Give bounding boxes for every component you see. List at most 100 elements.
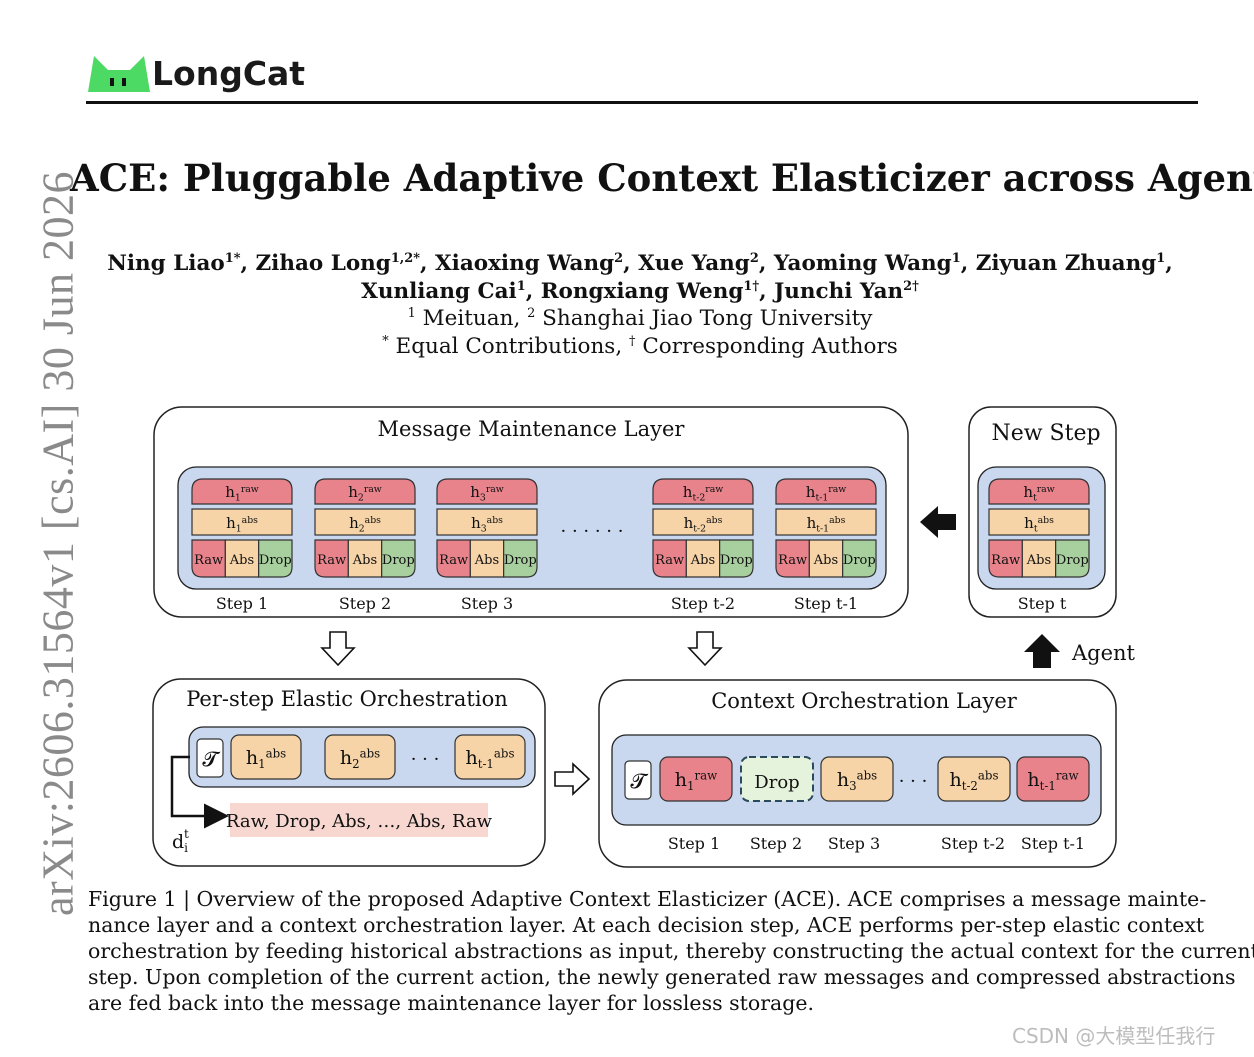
- decision-flow-arrow-icon: [170, 755, 229, 829]
- mml-step-2-mini-label: Raw: [317, 553, 346, 568]
- col-dots: · · ·: [899, 771, 928, 792]
- mml-step-4-mini-label: Abs: [690, 553, 715, 568]
- caption-line: are fed back into the message maintenanc…: [88, 991, 815, 1015]
- col-raw-block-1: [659, 756, 733, 802]
- new-step-abs-block: [988, 508, 1090, 536]
- pseo-abs-label: h2abs: [340, 747, 380, 771]
- paper-title: ACE: Pluggable Adaptive Context Elastici…: [70, 156, 1254, 200]
- pseo-to-col-arrow-icon: [554, 762, 591, 796]
- col-raw-block-5: [1016, 756, 1090, 802]
- pseo-title: Per-step Elastic Orchestration: [186, 687, 508, 711]
- pseo-tau-symbol: 𝓣: [202, 747, 221, 771]
- caption-line: Figure 1 | Overview of the proposed Adap…: [88, 887, 1207, 911]
- mml-step-3-mini-label: Raw: [439, 553, 468, 568]
- author-name: Ning Liao: [107, 251, 225, 276]
- mml-to-col-arrow-icon: [687, 631, 723, 667]
- mml-step-3-raw-label: h3raw: [470, 483, 504, 503]
- col-raw-label: ht-1raw: [1027, 769, 1078, 793]
- mml-step-3-abs-block: [436, 508, 538, 536]
- brand-name: LongCat: [152, 54, 306, 93]
- mml-step-5-abs-block: [775, 508, 877, 536]
- affiliation-mark: 1: [407, 305, 416, 321]
- new-step-raw-block: [988, 478, 1090, 505]
- mml-step-5-mini-drop: [842, 539, 877, 578]
- mml-step-4-raw-block: [652, 478, 754, 505]
- author-name: Xunliang Cai: [361, 279, 517, 304]
- mml-step-label: Step 3: [461, 594, 513, 613]
- mml-step-2-abs-label: h2abs: [349, 514, 381, 534]
- affiliation-name: Shanghai Jiao Tong University: [542, 306, 873, 331]
- new-step-mini-label: Raw: [991, 553, 1020, 568]
- decision-sequence-text: Raw, Drop, Abs, …, Abs, Raw: [226, 811, 493, 832]
- col-step-label: Step 2: [750, 834, 802, 853]
- mml-title: Message Maintenance Layer: [378, 417, 686, 441]
- mml-step-3-mini-raw: [436, 539, 471, 578]
- mml-step-1-abs-block: [191, 508, 293, 536]
- note-mark: *: [382, 333, 389, 349]
- caption-line: step. Upon completion of the current act…: [88, 965, 1236, 989]
- mml-step-1-mini-label: Raw: [194, 553, 223, 568]
- agent-up-arrow-icon: [1024, 634, 1060, 668]
- mml-step-label: Step 1: [216, 594, 268, 613]
- affiliations: 1 Meituan, 2 Shanghai Jiao Tong Universi…: [407, 305, 873, 331]
- pseo-abs-block-1: [230, 734, 302, 780]
- pseo-abs-label: h1abs: [246, 747, 286, 771]
- mml-step-5-mini-label: Raw: [778, 553, 807, 568]
- mml-step-1-mini-label: Drop: [259, 553, 292, 568]
- col-step-label: Step 3: [828, 834, 880, 853]
- col-tau-box: [624, 760, 652, 800]
- back-to-mml-arrow-icon: [920, 506, 956, 538]
- mml-step-3-raw-block: [436, 478, 538, 505]
- new-step-mini-label: Abs: [1026, 553, 1051, 568]
- author-affil-mark: 1†: [743, 278, 760, 294]
- mml-step-5-mini-label: Abs: [813, 553, 838, 568]
- mml-step-3-abs-label: h3abs: [471, 514, 503, 534]
- agent-label: Agent: [1071, 641, 1136, 665]
- mml-step-4-raw-label: ht-2raw: [683, 483, 723, 503]
- mml-step-1-mini-drop: [258, 539, 293, 578]
- col-step-label: Step t-2: [941, 834, 1005, 853]
- pseo-abs-block-2: [324, 734, 396, 780]
- figure-caption: Figure 1 | Overview of the proposed Adap…: [88, 886, 1254, 1016]
- author-name: Junchi Yan: [774, 279, 904, 304]
- mml-step-1-abs-label: h1abs: [226, 514, 258, 534]
- mml-step-2-mini-label: Drop: [382, 553, 415, 568]
- col-abs-label: h3abs: [837, 769, 877, 793]
- mml-step-4-mini-label: Drop: [720, 553, 753, 568]
- mml-step-5-mini-label: Drop: [843, 553, 876, 568]
- mml-step-1-raw-label: h1raw: [225, 483, 259, 503]
- mml-step-4-abs-block: [652, 508, 754, 536]
- note-text: Corresponding Authors: [642, 334, 898, 359]
- decision-sequence-box: [230, 803, 488, 837]
- pseo-abs-label: ht-1abs: [465, 747, 514, 771]
- mml-step-4-abs-label: ht-2abs: [684, 514, 723, 534]
- author-name: Xue Yang: [638, 251, 750, 276]
- mml-step-4-mini-label: Raw: [655, 553, 684, 568]
- mml-step-5-abs-label: ht-1abs: [807, 514, 846, 534]
- col-drop-block: [740, 756, 814, 802]
- contribution-notes: * Equal Contributions, † Corresponding A…: [382, 333, 898, 359]
- mml-step-3-mini-label: Abs: [474, 553, 499, 568]
- col-drop-label: Drop: [754, 772, 799, 793]
- col-step-label: Step 1: [668, 834, 720, 853]
- mml-step-2-mini-raw: [314, 539, 349, 578]
- mml-to-pseo-arrow-icon: [320, 631, 356, 667]
- mml-ellipsis: · · · · · ·: [561, 521, 624, 542]
- affiliation-name: Meituan: [422, 306, 514, 331]
- mml-step-2-abs-block: [314, 508, 416, 536]
- mml-step-1-mini-label: Abs: [229, 553, 254, 568]
- caption-line: nance layer and a context orchestration …: [88, 913, 1205, 937]
- new-step-title: New Step: [991, 421, 1100, 446]
- mml-step-3-mini-drop: [503, 539, 538, 578]
- author-affil-mark: 2: [749, 250, 759, 266]
- author-line-2: Xunliang Cai1, Rongxiang Weng1†, Junchi …: [361, 278, 919, 304]
- decision-variable: dit: [172, 827, 189, 855]
- pseo-abs-block-3: [454, 734, 526, 780]
- pseo-dots: · · ·: [411, 749, 440, 770]
- author-name: Xiaoxing Wang: [434, 251, 615, 276]
- mml-step-1-mini-raw: [191, 539, 226, 578]
- col-step-label: Step t-1: [1021, 834, 1085, 853]
- mml-step-label: Step 2: [339, 594, 391, 613]
- col-abs-block-3: [820, 756, 894, 802]
- pseo-tau-box: [196, 738, 224, 778]
